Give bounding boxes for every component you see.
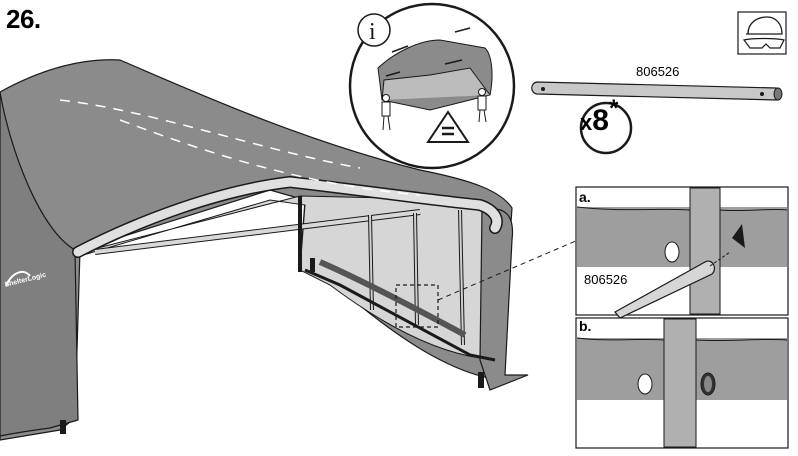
ground-rail xyxy=(304,268,496,362)
detail-b-label: b. xyxy=(579,318,592,334)
step-number: 26. xyxy=(6,4,41,34)
svg-text:i: i xyxy=(369,19,376,45)
quantity-prefix: x xyxy=(580,110,593,135)
part-code-label: 806526 xyxy=(636,64,680,79)
part-tube-806526 xyxy=(531,81,783,101)
shelter-cover-back xyxy=(0,59,513,441)
callout-leader xyxy=(437,239,579,301)
quantity-label: x8* xyxy=(580,95,618,138)
person-right xyxy=(477,88,487,123)
person-left xyxy=(381,94,391,131)
detail-a-label: a. xyxy=(579,189,591,205)
highlight-box xyxy=(395,284,439,328)
ground-stakes xyxy=(60,258,484,434)
shelter-front-panel xyxy=(0,91,79,437)
quantity-asterisk: * xyxy=(608,95,619,122)
part-code-detail-label: 806526 xyxy=(583,272,629,287)
info-icon xyxy=(357,13,391,47)
brand-swoosh xyxy=(5,270,31,287)
quantity-badge xyxy=(579,101,633,155)
shelter-right-panel xyxy=(479,208,529,391)
quantity-value: 8 xyxy=(592,104,609,137)
